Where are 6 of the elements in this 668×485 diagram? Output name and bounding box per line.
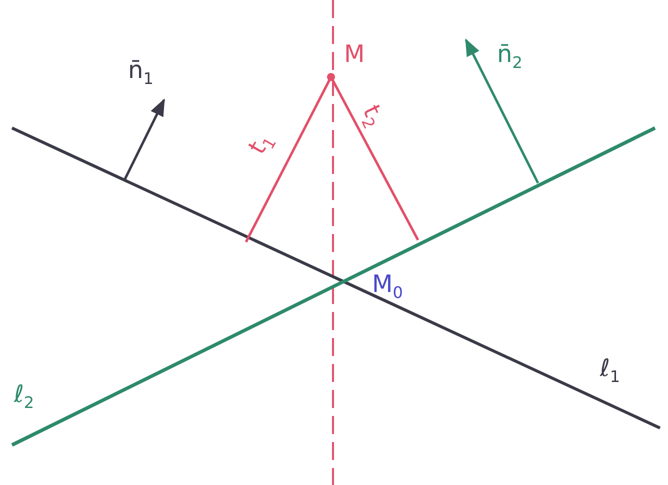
point-label: M [344, 42, 365, 66]
point-label: M$_{0}$ [372, 272, 403, 301]
vector-label: n̄$_{2}$ [497, 42, 522, 71]
line-label: ℓ$_{2}$ [14, 382, 34, 411]
vector-label: n̄$_{1}$ [128, 58, 154, 87]
line-label: ℓ$_{1}$ [600, 356, 620, 385]
